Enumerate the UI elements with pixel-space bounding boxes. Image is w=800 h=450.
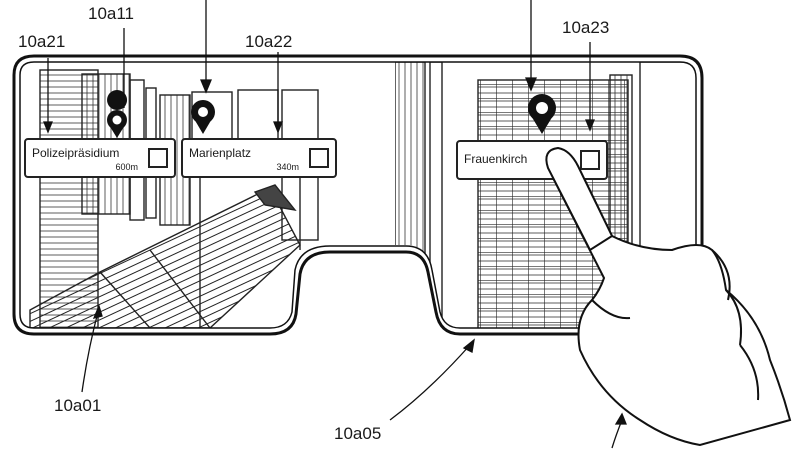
checkbox-icon[interactable]: [309, 148, 329, 168]
poi-card-marien[interactable]: Marienplatz 340m: [181, 138, 337, 178]
glasses-inner-frame: [19, 61, 697, 329]
glasses-frame: [12, 54, 704, 336]
ref-label-10a05: 10a05: [334, 424, 382, 443]
ref-label-10a21: 10a21: [18, 32, 66, 51]
ref-label-10a22: 10a22: [245, 32, 293, 51]
poi-name: Polizeipräsidium: [32, 146, 120, 160]
ref-label-10a01: 10a01: [54, 396, 102, 415]
map-pin-icon: [528, 94, 556, 134]
poi-card-polizei[interactable]: Polizeipräsidium 600m: [24, 138, 176, 178]
leader-lines: [43, 0, 627, 449]
poi-distance: 600m: [115, 162, 138, 172]
ref-label-10a11: 10a11: [88, 4, 135, 23]
poi-distance: 340m: [276, 162, 299, 172]
map-pin-icon: [191, 100, 215, 134]
left-lens-scene: [29, 69, 319, 328]
map-pin-icon: [107, 90, 128, 138]
poi-name: Frauenkirch: [464, 152, 528, 166]
ref-label-10a23: 10a23: [562, 18, 610, 37]
poi-card-frauen[interactable]: Frauenkirch: [456, 140, 608, 180]
checkbox-icon[interactable]: [148, 148, 168, 168]
checkbox-icon[interactable]: [580, 150, 600, 170]
poi-name: Marienplatz: [189, 146, 252, 160]
